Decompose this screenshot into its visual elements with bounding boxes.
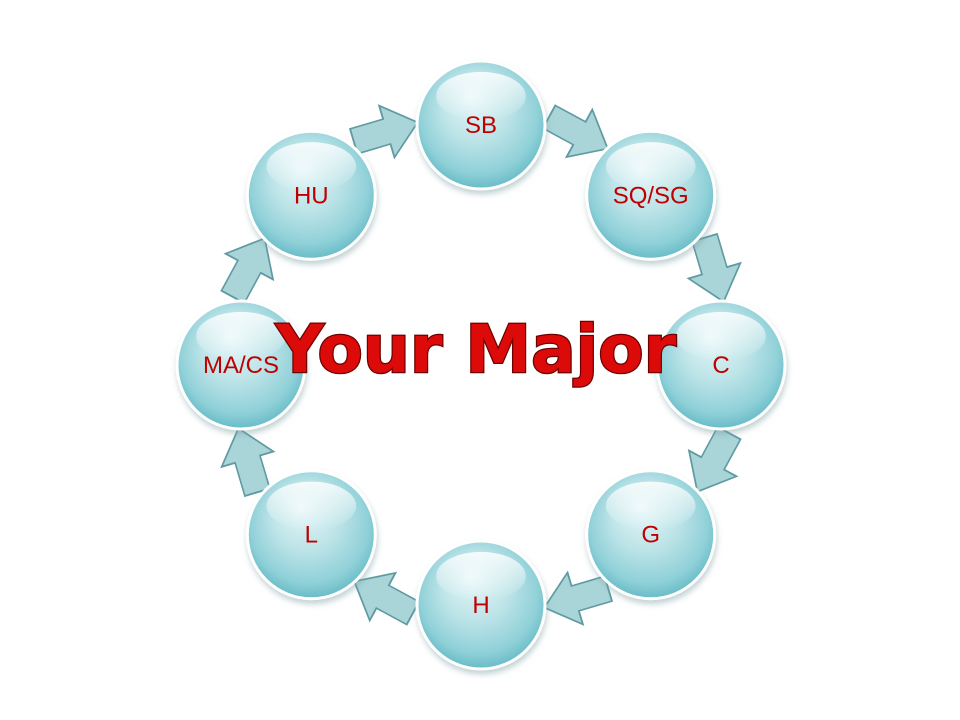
connector-arrow	[220, 237, 275, 305]
node-highlight	[436, 551, 526, 601]
node-label-sb: SB	[465, 112, 497, 139]
node-highlight	[266, 142, 357, 191]
node-sb: SB	[415, 59, 547, 191]
connector-arrow	[220, 427, 276, 498]
connector-arrow	[543, 570, 614, 626]
node-g: G	[585, 469, 717, 601]
node-highlight	[605, 481, 696, 531]
connector-arrow	[686, 232, 742, 303]
node-label-hu: HU	[294, 182, 329, 209]
node-label-g: G	[641, 522, 660, 549]
node-label-sq-sg: SQ/SG	[613, 182, 689, 209]
node-hu: HU	[245, 129, 377, 261]
node-sq-sg: SQ/SG	[585, 129, 717, 261]
node-label-c: C	[712, 352, 729, 379]
center-title: Your Major	[275, 311, 677, 388]
node-c: C	[655, 299, 787, 431]
node-h: H	[415, 539, 547, 671]
node-ma-cs: MA/CS	[175, 299, 307, 431]
node-l: L	[245, 469, 377, 601]
node-label-h: H	[472, 592, 489, 619]
arrows-layer	[220, 104, 742, 626]
nodes-layer: SB SQ/SG C G H L MA/	[175, 59, 787, 671]
node-highlight	[196, 311, 286, 361]
node-highlight	[436, 71, 526, 121]
node-label-ma-cs: MA/CS	[203, 352, 279, 379]
connector-arrow	[348, 104, 419, 160]
node-label-l: L	[305, 522, 318, 549]
node-highlight	[266, 481, 357, 531]
node-highlight	[605, 142, 696, 191]
connector-arrow	[687, 425, 742, 493]
node-highlight	[676, 311, 766, 361]
connector-arrow	[353, 571, 421, 626]
connector-arrow	[541, 104, 609, 159]
